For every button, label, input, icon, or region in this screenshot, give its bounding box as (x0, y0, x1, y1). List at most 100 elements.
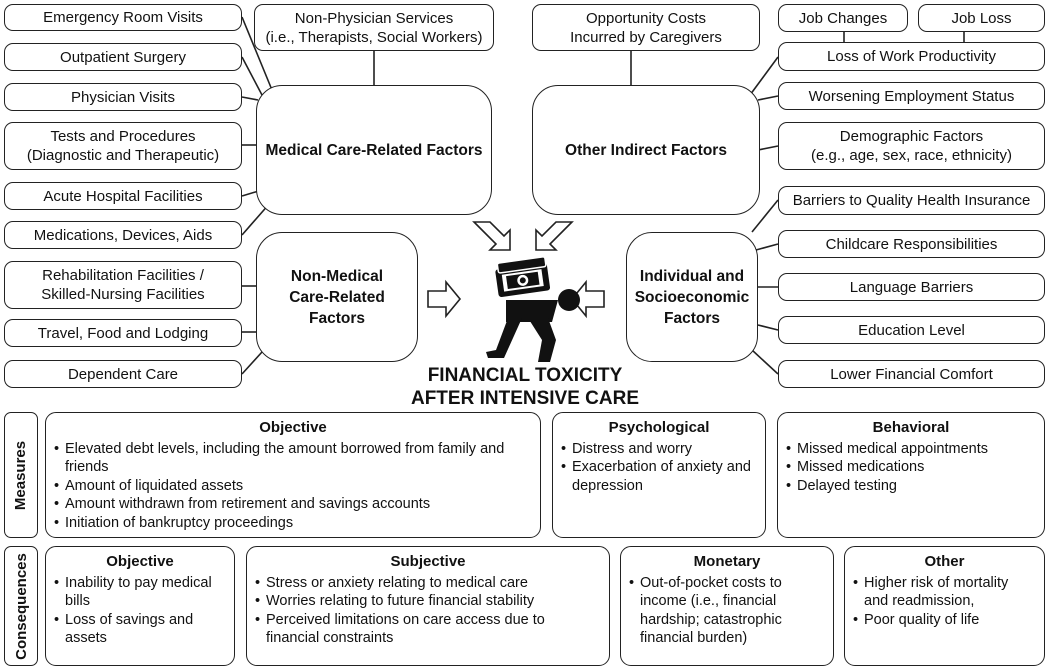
label-sub: (i.e., Therapists, Social Workers) (265, 28, 483, 46)
panel-list: Inability to pay medical bills Loss of s… (54, 574, 226, 648)
individual-item-language: Language Barriers (778, 273, 1045, 301)
nonmedical-item-dependent-care: Dependent Care (4, 360, 242, 388)
indirect-item-work-productivity: Loss of Work Productivity (778, 42, 1045, 71)
heading-1: Non-Medical (290, 267, 384, 285)
individual-item-demographic: Demographic Factors (e.g., age, sex, race… (778, 122, 1045, 170)
heading-2: Socioeconomic (634, 288, 750, 306)
list-item: Poor quality of life (853, 611, 1036, 630)
individual-item-childcare: Childcare Responsibilities (778, 230, 1045, 258)
individual-item-education: Education Level (778, 316, 1045, 344)
label: Acute Hospital Facilities (43, 187, 203, 205)
panel-list: Out-of-pocket costs to income (i.e., fin… (629, 574, 825, 648)
diagram-title: FINANCIAL TOXICITY AFTER INTENSIVE CARE (380, 364, 670, 410)
consequences-objective-panel: Objective Inability to pay medical bills… (45, 546, 235, 666)
measures-objective-panel: Objective Elevated debt levels, includin… (45, 412, 541, 538)
medical-factors-hub: Medical Care-Related Factors (256, 85, 492, 215)
consequences-other-panel: Other Higher risk of mortality and readm… (844, 546, 1045, 666)
label: Medications, Devices, Aids (33, 226, 213, 244)
list-item: Perceived limitations on care access due… (255, 611, 601, 648)
panel-heading: Objective (259, 419, 327, 436)
label: Measures (12, 440, 30, 510)
heading: Other Indirect Factors (565, 141, 727, 159)
list-item: Amount withdrawn from retirement and sav… (54, 495, 532, 514)
list-item: Distress and worry (561, 440, 757, 459)
list-item: Elevated debt levels, including the amou… (54, 440, 532, 477)
panel-list: Distress and worry Exacerbation of anxie… (561, 440, 757, 496)
medical-item-outpatient-surgery: Outpatient Surgery (4, 43, 242, 71)
label: Dependent Care (67, 365, 179, 383)
label: Consequences (12, 552, 30, 660)
label: Loss of Work Productivity (827, 48, 996, 65)
label-sub: (e.g., age, sex, race, ethnicity) (811, 147, 1012, 164)
arrow-left-icon (570, 279, 605, 319)
indirect-factors-hub: Other Indirect Factors (532, 85, 760, 215)
panel-heading: Psychological (608, 419, 710, 436)
list-item: Worries relating to future financial sta… (255, 592, 601, 611)
medical-item-tests-procedures: Tests and Procedures (Diagnostic and Ther… (4, 122, 242, 170)
medical-item-non-physician: Non-Physician Services(i.e., Therapists,… (254, 4, 494, 51)
panel-heading: Behavioral (872, 419, 950, 436)
heading-3: Factors (664, 309, 720, 327)
heading-3: Factors (309, 309, 365, 327)
panel-list: Stress or anxiety relating to medical ca… (255, 574, 601, 648)
consequences-monetary-panel: Monetary Out-of-pocket costs to income (… (620, 546, 834, 666)
indirect-item-employment-status: Worsening Employment Status (778, 82, 1045, 110)
arrow-down-right-icon (472, 221, 511, 251)
medical-item-physician-visits: Physician Visits (4, 83, 242, 111)
list-item: Out-of-pocket costs to income (i.e., fin… (629, 574, 825, 648)
list-item: Higher risk of mortality and readmission… (853, 574, 1036, 611)
medical-item-medications: Medications, Devices, Aids (4, 221, 242, 249)
label-sub: Skilled-Nursing Facilities (41, 286, 205, 303)
label: Demographic Factors (839, 128, 984, 145)
indirect-item-job-changes: Job Changes (778, 4, 908, 32)
label: Language Barriers (849, 278, 974, 296)
list-item: Exacerbation of anxiety and depression (561, 458, 757, 495)
heading-1: Individual and (639, 267, 745, 285)
label-sub: Incurred by Caregivers (570, 28, 722, 46)
arrow-down-left-icon (535, 221, 574, 251)
panel-list: Higher risk of mortality and readmission… (853, 574, 1036, 630)
label: Tests and Procedures (50, 128, 196, 145)
label: Emergency Room Visits (43, 9, 203, 26)
label: Physician Visits (71, 88, 175, 106)
indirect-item-job-loss: Job Loss (918, 4, 1045, 32)
measures-behavioral-panel: Behavioral Missed medical appointments M… (777, 412, 1045, 538)
nonmedical-item-rehabilitation: Rehabilitation Facilities / Skilled-Nursi… (4, 261, 242, 309)
list-item: Amount of liquidated assets (54, 477, 532, 496)
measures-psychological-panel: Psychological Distress and worry Exacerb… (552, 412, 766, 538)
individual-item-insurance: Barriers to Quality Health Insurance (778, 186, 1045, 215)
list-item: Inability to pay medical bills (54, 574, 226, 611)
panel-heading: Monetary (693, 553, 761, 570)
panel-list: Missed medical appointments Missed medic… (786, 440, 1036, 496)
label: Outpatient Surgery (60, 48, 186, 66)
label-sub: (Diagnostic and Therapeutic) (26, 147, 220, 164)
label: Childcare Responsibilities (825, 235, 998, 253)
medical-item-emergency-room: Emergency Room Visits (4, 4, 242, 31)
label: Non-Physician Services (294, 9, 454, 27)
list-item: Loss of savings and assets (54, 611, 226, 648)
heading: Medical Care-Related Factors (265, 141, 483, 159)
heading-2: Care-Related (289, 288, 385, 306)
title-line-2: AFTER INTENSIVE CARE (410, 388, 640, 409)
label: Rehabilitation Facilities / (42, 267, 204, 284)
label: Lower Financial Comfort (830, 365, 993, 383)
title-line-1: FINANCIAL TOXICITY (427, 365, 623, 386)
label: Job Changes (798, 9, 888, 27)
panel-heading: Other (924, 553, 965, 570)
list-item: Stress or anxiety relating to medical ca… (255, 574, 601, 593)
list-item: Initiation of bankruptcy proceedings (54, 514, 532, 533)
person-carrying-money-icon (486, 256, 580, 362)
panel-list: Elevated debt levels, including the amou… (54, 440, 532, 533)
consequences-subjective-panel: Subjective Stress or anxiety relating to… (246, 546, 610, 666)
panel-heading: Objective (106, 553, 174, 570)
label: Education Level (858, 321, 965, 339)
arrow-right-icon (427, 279, 462, 319)
individual-item-financial-comfort: Lower Financial Comfort (778, 360, 1045, 388)
consequences-label: Consequences (4, 546, 38, 666)
label: Barriers to Quality Health Insurance (792, 192, 1031, 209)
label: Travel, Food and Lodging (37, 324, 209, 342)
